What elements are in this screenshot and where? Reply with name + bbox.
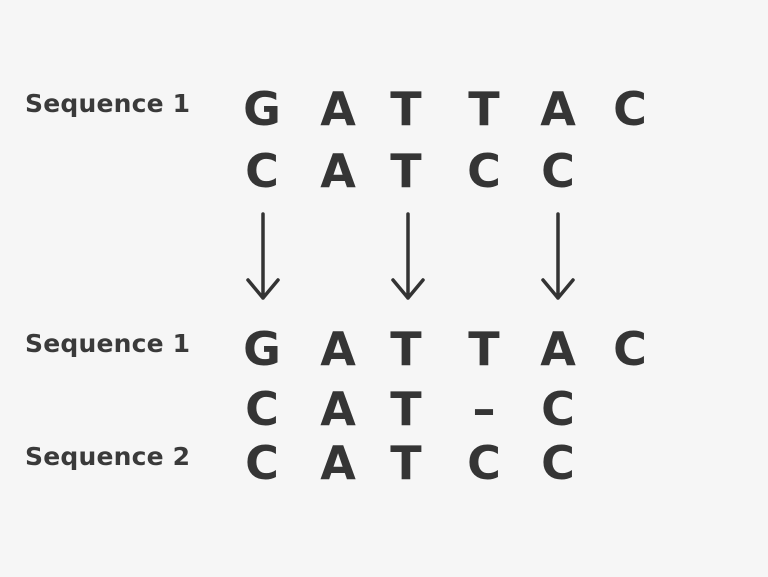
- base: A: [320, 436, 356, 490]
- base: C: [541, 436, 575, 490]
- base: T: [468, 82, 500, 136]
- base: T: [390, 322, 422, 376]
- sequence-1-label-top: Sequence 1: [25, 89, 191, 118]
- sequence-1-label-bottom: Sequence 1: [25, 329, 191, 358]
- base: C: [613, 322, 647, 376]
- base: C: [613, 82, 647, 136]
- base: A: [540, 82, 576, 136]
- base: G: [243, 322, 281, 376]
- base: T: [390, 382, 422, 436]
- base: A: [320, 144, 356, 198]
- down-arrow-icon: [391, 212, 425, 300]
- sequence-2-label: Sequence 2: [25, 442, 191, 471]
- base: A: [320, 82, 356, 136]
- base: A: [540, 322, 576, 376]
- base: C: [467, 144, 501, 198]
- base: C: [541, 144, 575, 198]
- base: A: [320, 322, 356, 376]
- base: T: [390, 82, 422, 136]
- base: C: [245, 144, 279, 198]
- down-arrow-icon: [246, 212, 280, 300]
- base: C: [467, 436, 501, 490]
- base: G: [243, 82, 281, 136]
- base: T: [390, 436, 422, 490]
- base: C: [245, 382, 279, 436]
- base: C: [245, 436, 279, 490]
- down-arrow-icon: [541, 212, 575, 300]
- base: T: [390, 144, 422, 198]
- base: C: [541, 382, 575, 436]
- gap: –: [472, 382, 496, 436]
- base: T: [468, 322, 500, 376]
- base: A: [320, 382, 356, 436]
